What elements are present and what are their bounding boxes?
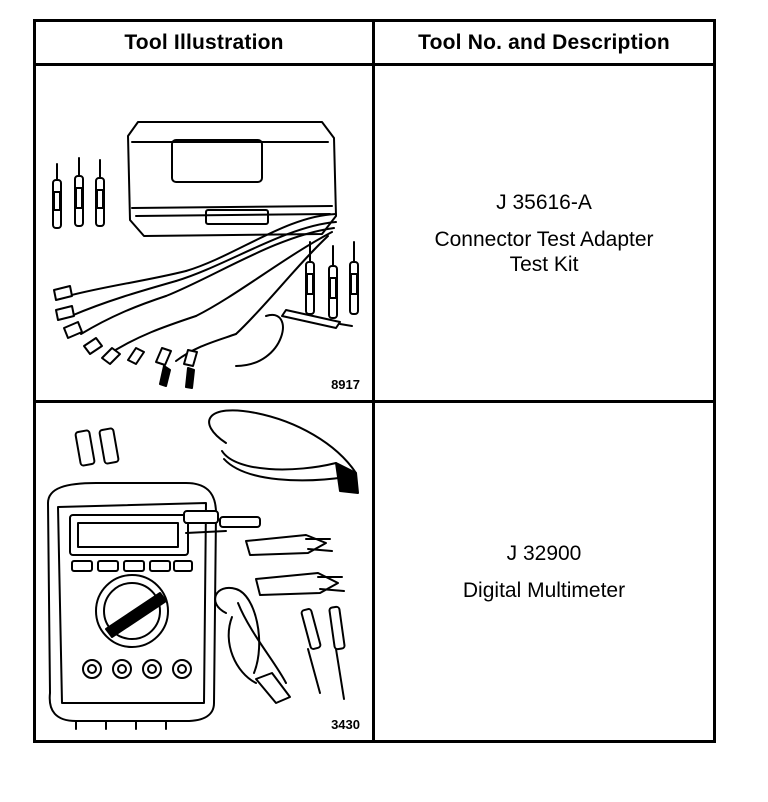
connector-test-adapter-kit-icon bbox=[52, 121, 359, 389]
tool-number: J 32900 bbox=[506, 541, 582, 565]
tool-number: J 35616-A bbox=[496, 190, 592, 214]
tool-description-line: Digital Multimeter bbox=[462, 578, 626, 602]
digital-multimeter-icon bbox=[47, 409, 359, 730]
tool-table: Tool Illustration Tool No. and Descripti… bbox=[33, 19, 716, 743]
header-tool-illustration: Tool Illustration bbox=[36, 22, 375, 66]
tool-description-line: Connector Test Adapter bbox=[434, 227, 654, 251]
description-cell-2: J 32900 Digital Multimeter bbox=[375, 403, 713, 740]
description-cell-1: J 35616-A Connector Test Adapter Test Ki… bbox=[375, 66, 713, 403]
illustration-cell-1: 8917 bbox=[36, 66, 375, 403]
figure-number: 3430 bbox=[331, 717, 360, 732]
illustration-cell-2: 3430 bbox=[36, 403, 375, 740]
figure-number: 8917 bbox=[331, 377, 360, 392]
tool-description-line: Test Kit bbox=[509, 252, 579, 276]
header-tool-description: Tool No. and Description bbox=[375, 22, 713, 66]
